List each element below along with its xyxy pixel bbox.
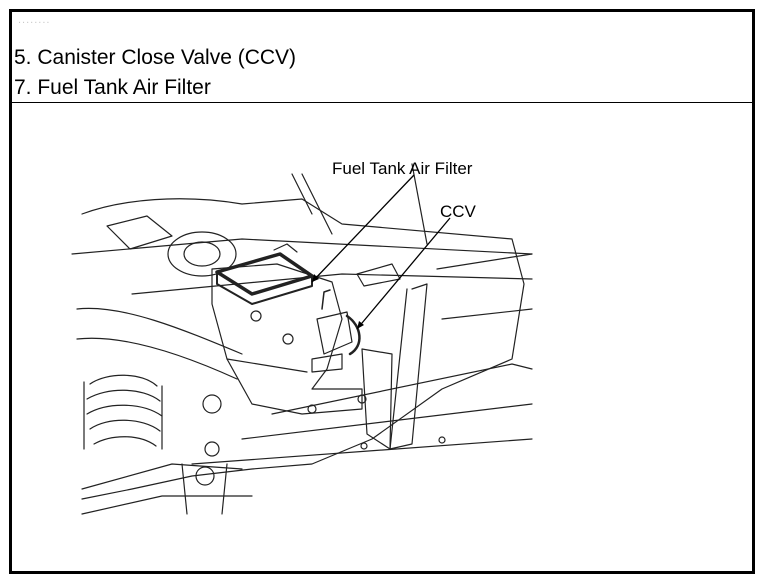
- strut-tower-inner: [183, 241, 221, 267]
- strut-tower: [167, 231, 237, 277]
- control-arm: [81, 463, 253, 515]
- bolt: [357, 394, 367, 404]
- leader-line-air-filter: [311, 174, 415, 283]
- leader-arrowhead: [312, 274, 319, 282]
- bolt: [307, 404, 317, 414]
- label-ccv: CCV: [440, 202, 477, 221]
- floor-panel-line: [241, 403, 533, 440]
- bellows: [86, 374, 163, 447]
- diagram-area: Fuel Tank Air Filter CCV: [12, 104, 752, 571]
- hose: [76, 307, 243, 355]
- floor-panel-line: [271, 363, 533, 415]
- bolt: [204, 441, 220, 457]
- leader-line-ccv: [356, 217, 451, 330]
- side-rail: [389, 283, 428, 450]
- label-fuel-tank-air-filter: Fuel Tank Air Filter: [332, 159, 473, 178]
- document-frame: ........ 5. Canister Close Valve (CCV) 7…: [9, 9, 755, 574]
- bolt: [250, 310, 262, 322]
- floor-panel-line: [131, 273, 533, 295]
- bolt: [202, 394, 222, 414]
- hose: [76, 337, 238, 380]
- ccv-valve: [316, 311, 353, 355]
- floor-panel-line: [71, 238, 533, 255]
- item-fuel-tank-air-filter: 7. Fuel Tank Air Filter: [14, 76, 211, 99]
- side-rail: [361, 348, 393, 450]
- leader-arrowhead: [357, 321, 364, 329]
- body-panel-outline: [81, 198, 525, 500]
- component-diagram: Fuel Tank Air Filter CCV: [71, 159, 533, 515]
- air-filter-body: [215, 252, 314, 296]
- bolt: [195, 466, 215, 486]
- component-list-header: ........ 5. Canister Close Valve (CCV) 7…: [12, 12, 752, 103]
- item-canister-close-valve: 5. Canister Close Valve (CCV): [14, 46, 297, 69]
- floor-panel-line: [191, 438, 533, 465]
- faint-heading: ........: [18, 14, 51, 26]
- mounting-bracket: [211, 263, 363, 415]
- bolt: [282, 333, 294, 345]
